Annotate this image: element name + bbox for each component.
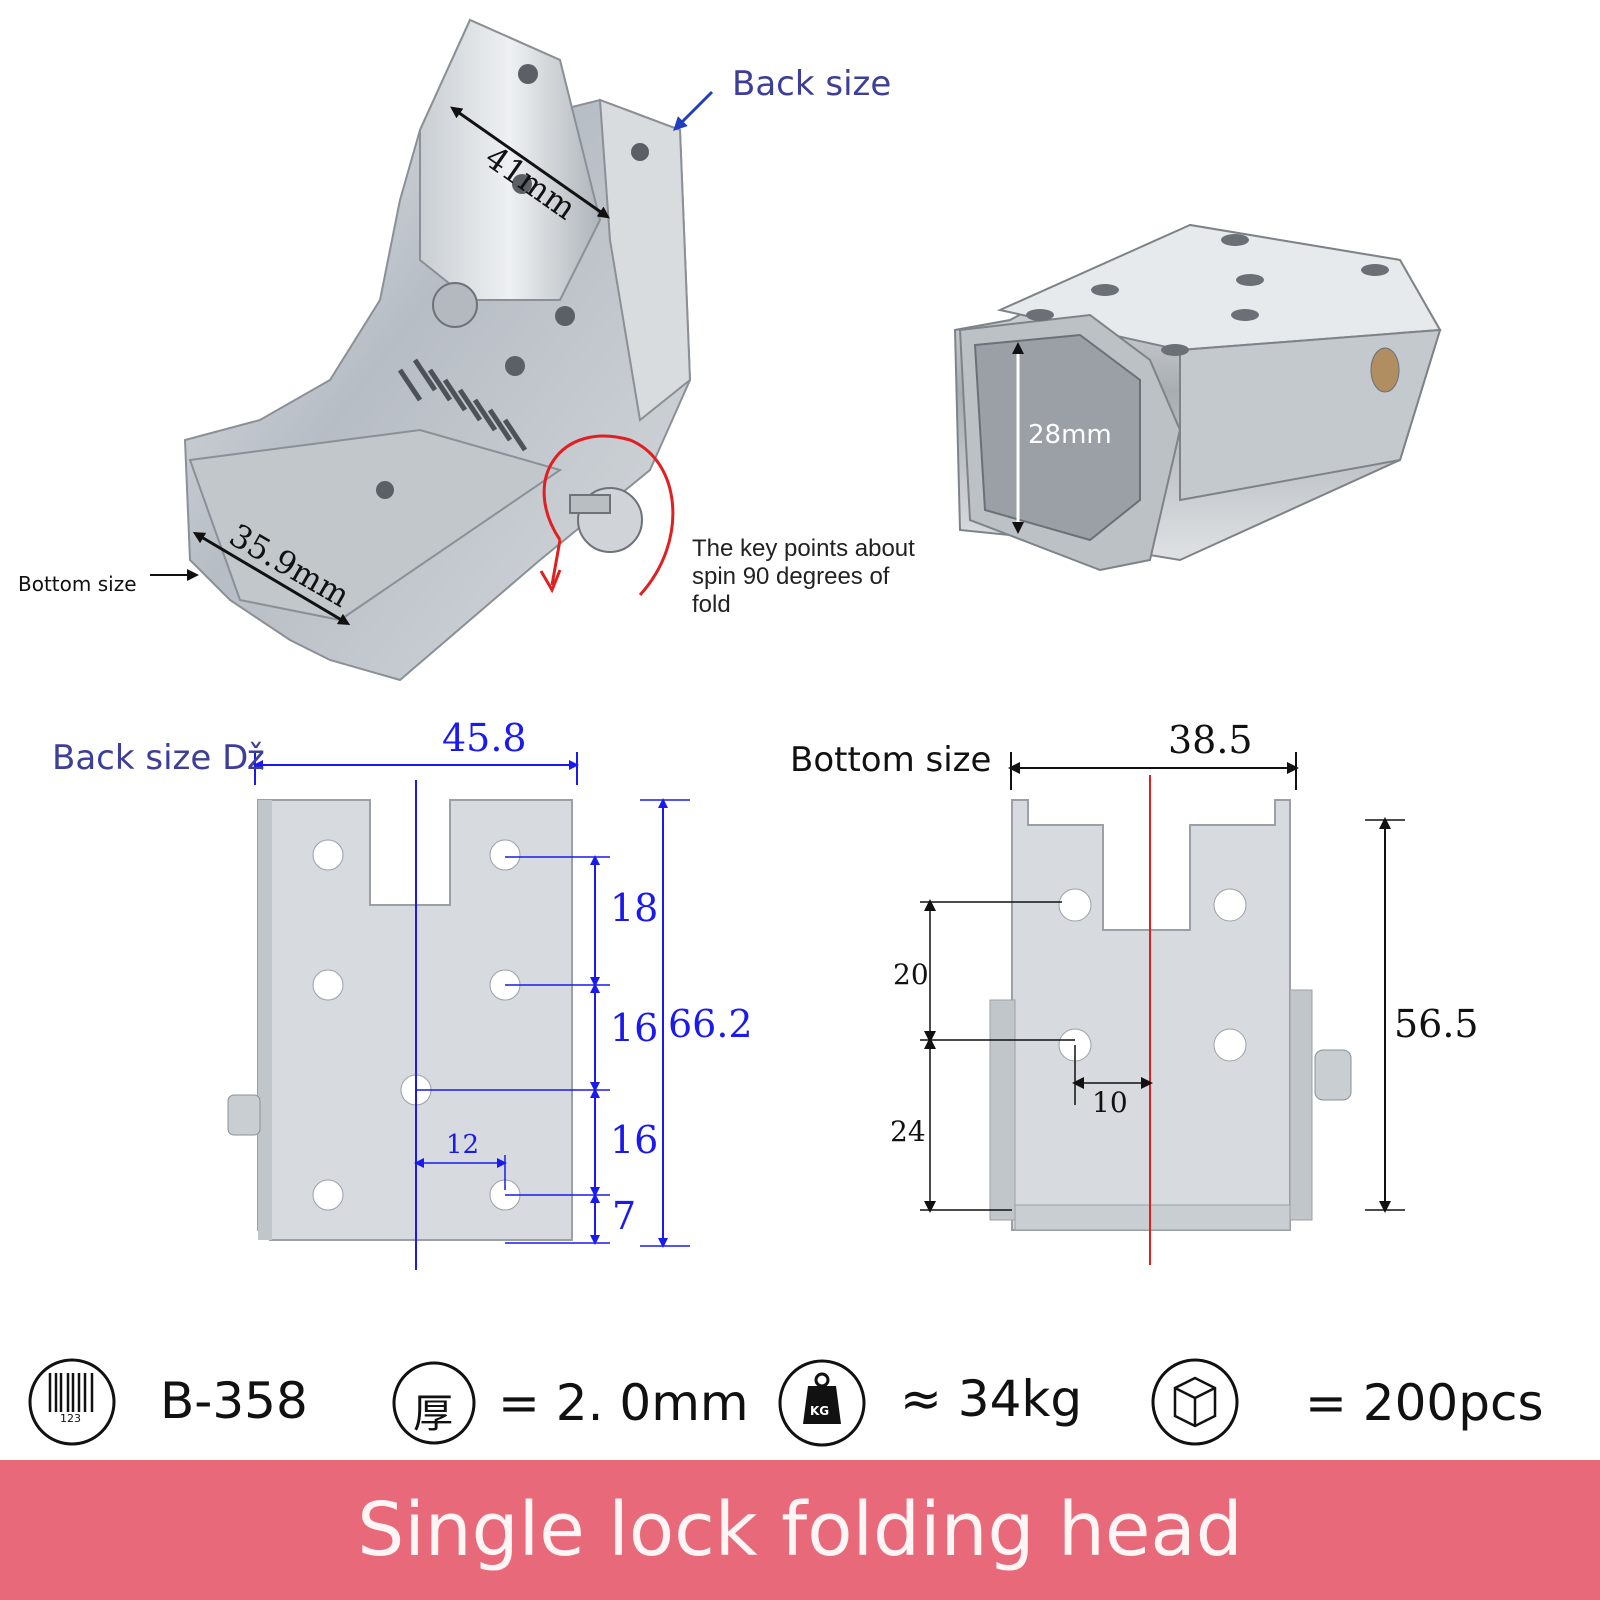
bottom-height-value: 56.5 [1394,1002,1479,1046]
back-gap-4: 7 [612,1194,637,1238]
bottom-offset-value: 10 [1092,1086,1128,1119]
back-gap-1: 18 [610,886,659,930]
back-width-value: 45.8 [442,716,527,760]
folded-hinge-photo [150,18,714,682]
bottom-width-value: 38.5 [1168,718,1253,762]
thickness-value: = 2. 0mm [498,1374,749,1432]
bottom-size-drawing [920,752,1405,1265]
fold-key-note: The key points about spin 90 degrees of … [692,535,915,619]
weight-icon-label: KG [810,1404,830,1418]
back-gap-3: 16 [610,1118,659,1162]
bottom-gap-1: 20 [893,958,929,991]
package-quantity: = 200pcs [1305,1374,1544,1432]
load-capacity: ≈ 34kg [900,1370,1083,1428]
fold-key-note-line-2: spin 90 degrees of [692,563,890,590]
back-size-drawing-label-text: Back size [52,738,212,778]
bottom-size-label-top: Bottom size [18,572,137,596]
back-size-drawing [227,752,690,1270]
back-gap-2: 16 [610,1006,659,1050]
back-size-drawing-label: Back size ǅ [52,738,266,778]
barcode-icon [28,1358,116,1446]
back-offset-value: 12 [446,1130,480,1160]
carton-box-icon [1151,1358,1239,1446]
unfolded-hinge-photo [953,223,1442,572]
weight-icon [778,1359,866,1447]
fold-key-note-line-1: The key points about [692,535,915,562]
fold-key-note-line-3: fold [692,591,731,618]
barcode-digits: 123 [60,1412,81,1425]
bottom-gap-2: 24 [890,1115,926,1148]
pin-marker-icon: ǅ [222,738,267,778]
thickness-icon [392,1361,476,1445]
back-size-label-top: Back size [732,64,892,104]
product-title: Single lock folding head [357,1487,1243,1573]
bottom-size-drawing-label: Bottom size [790,740,992,780]
height-dimension-28mm: 28mm [1028,420,1112,450]
back-height-value: 66.2 [668,1002,753,1046]
title-banner [0,1460,1600,1600]
spring [397,358,528,452]
thickness-glyph: 厚 [413,1391,453,1437]
model-number: B-358 [160,1372,308,1430]
